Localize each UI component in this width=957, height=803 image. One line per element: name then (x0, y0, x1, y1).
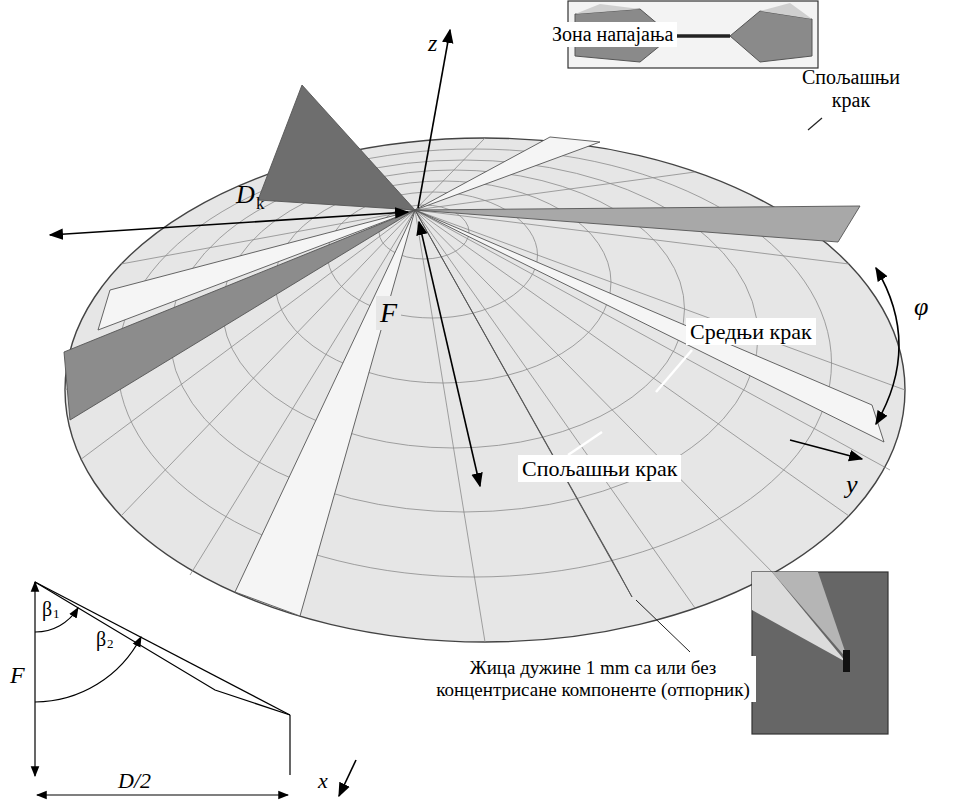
antenna-arms (64, 85, 884, 616)
inset-title: Зона напајања (548, 22, 677, 47)
arm-label: Спољашњи крак (786, 66, 916, 112)
arm-label: Спољашњи крак (518, 455, 681, 482)
axes-dimensions (50, 30, 899, 796)
reflector-mesh (65, 138, 905, 642)
dimension-label: D (236, 180, 255, 210)
angle-label: β (42, 598, 52, 621)
wire-inset (752, 572, 888, 734)
angle-subscript: 2 (107, 637, 114, 652)
axis-label: z (428, 30, 437, 58)
dimension-subscript: k (256, 194, 265, 214)
dimension-label: D/2 (118, 768, 151, 793)
angle-label: β (96, 628, 106, 651)
profile-sketch (35, 582, 290, 795)
angle-label: φ (914, 292, 928, 322)
dimension-label: F (10, 662, 25, 690)
wire-note: Жица дужине 1 mm са или без концентрисан… (430, 656, 756, 702)
dimension-label: F (376, 296, 401, 330)
reflector-dish (65, 138, 905, 642)
axis-label: x (318, 768, 328, 793)
axis-label: y (846, 470, 858, 500)
angle-subscript: 1 (53, 607, 60, 622)
arm-label: Средњи крак (686, 318, 816, 345)
